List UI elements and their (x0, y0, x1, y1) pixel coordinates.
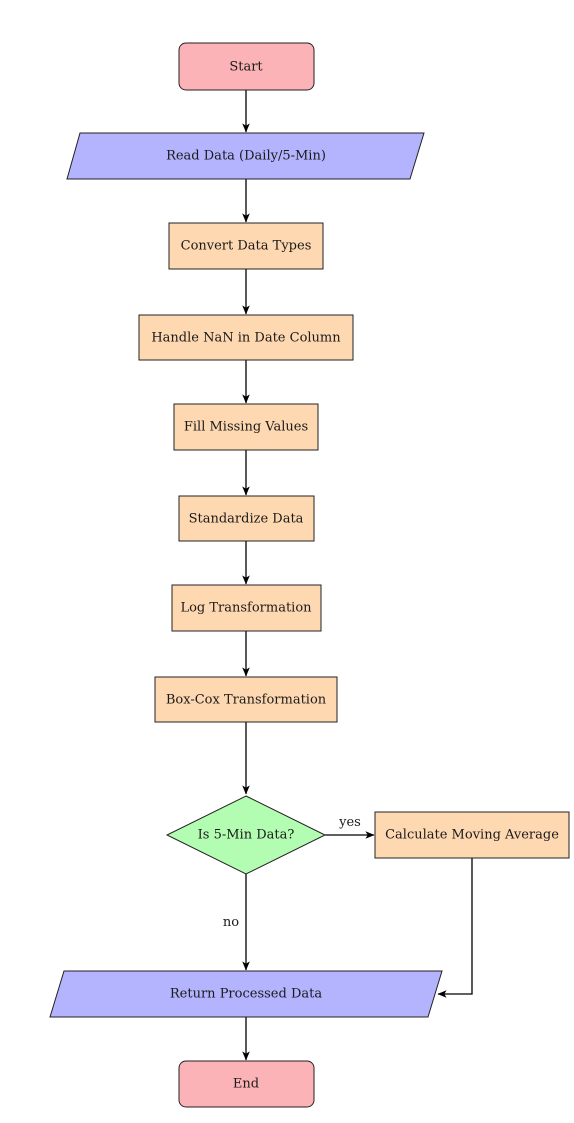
moving-avg-shape (374, 811, 570, 859)
log-transform-node: Log Transformation (171, 584, 322, 632)
end-label: End (233, 1077, 259, 1092)
boxcox-node: Box-Cox Transformation (154, 676, 338, 723)
fill-missing-node: Fill Missing Values (173, 403, 319, 451)
start-node: Start (178, 42, 315, 91)
is-5min-decision-shape (165, 795, 327, 875)
return-data-node: Return Processed Data (49, 970, 443, 1018)
standardize-shape (178, 495, 315, 542)
read-data-node: Read Data (Daily/5-Min) (66, 132, 425, 180)
start-label: Start (229, 60, 263, 75)
log-transform-shape (171, 584, 322, 632)
log-transform-label: Log Transformation (180, 601, 312, 616)
edge-moving-avg-to-return (437, 858, 473, 998)
convert-types-shape (168, 222, 324, 270)
convert-types-label: Convert Data Types (181, 239, 312, 254)
edges: yes no (223, 90, 473, 1061)
edge-label-no: no (223, 915, 239, 930)
return-data-shape (49, 970, 443, 1018)
is-5min-decision-label: Is 5-Min Data? (198, 828, 295, 843)
moving-avg-label: Calculate Moving Average (385, 828, 559, 843)
handle-nan-shape (138, 314, 354, 361)
boxcox-label: Box-Cox Transformation (166, 693, 327, 708)
is-5min-decision-node: Is 5-Min Data? (165, 795, 327, 875)
start-shape (178, 42, 315, 91)
moving-avg-node: Calculate Moving Average (374, 811, 570, 859)
standardize-label: Standardize Data (189, 512, 304, 527)
convert-types-node: Convert Data Types (168, 222, 324, 270)
end-node: End (178, 1060, 315, 1108)
boxcox-shape (154, 676, 338, 723)
fill-missing-shape (173, 403, 319, 451)
read-data-shape (66, 132, 425, 180)
edge-label-yes: yes (338, 815, 361, 830)
return-data-label: Return Processed Data (170, 987, 322, 1002)
handle-nan-label: Handle NaN in Date Column (151, 331, 341, 346)
fill-missing-label: Fill Missing Values (184, 420, 308, 435)
handle-nan-node: Handle NaN in Date Column (138, 314, 354, 361)
standardize-node: Standardize Data (178, 495, 315, 542)
nodes: Start Read Data (Daily/5-Min) Convert Da… (49, 42, 570, 1108)
read-data-label: Read Data (Daily/5-Min) (166, 149, 326, 164)
end-shape (178, 1060, 315, 1108)
